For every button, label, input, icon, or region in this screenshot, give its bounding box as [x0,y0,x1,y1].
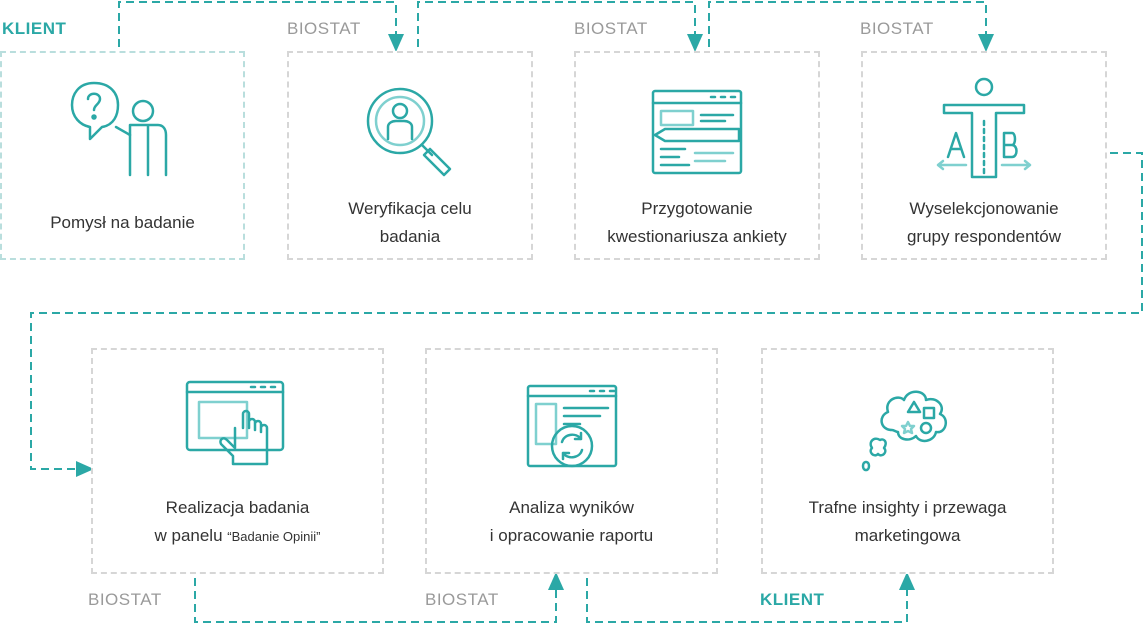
role-label-client: KLIENT [760,590,825,609]
role-label-biostat: BIOSTAT [860,19,934,38]
step-title-line: Pomysł na badanie [50,213,195,232]
step-title-line: w panelu “Badanie Opinii” [103,522,372,551]
step-title: Wyselekcjonowanie grupy respondentów [873,195,1095,251]
step-title-line: kwestionariusza ankiety [607,227,787,246]
tablet-touch-icon [93,378,382,474]
report-analysis-icon [427,382,716,474]
step-card-analysis: Analiza wyników i opracowanie raportu [425,348,718,574]
step-title-line: Realizacja badania [165,498,310,517]
step-title-prefix: w panelu [154,526,223,545]
step-title: Pomysł na badanie [12,209,233,237]
ab-selection-icon [863,77,1105,181]
step-title-line: badania [379,227,441,246]
magnifier-person-icon [289,81,531,177]
role-label-biostat: BIOSTAT [287,19,361,38]
step-card-respondents: Wyselekcjonowanie grupy respondentów [861,51,1107,260]
step-title-line: Trafne insighty i przewaga [808,498,1007,517]
step-card-questionnaire: Przygotowanie kwestionariusza ankiety [574,51,820,260]
step-title-line: Przygotowanie [641,199,753,218]
step-title-line: Analiza wyników [509,498,634,517]
step-title-line: Weryfikacja celu [348,199,472,218]
step-title: Trafne insighty i przewaga marketingowa [773,494,1042,550]
connector-3-4 [708,1,994,52]
step-title: Przygotowanie kwestionariusza ankiety [586,195,808,251]
step-title-line: grupy respondentów [906,227,1062,246]
role-label-client: KLIENT [2,19,67,38]
step-card-insights: Trafne insighty i przewaga marketingowa [761,348,1054,574]
step-title: Analiza wyników i opracowanie raportu [437,494,706,550]
connector-2-3 [417,1,703,52]
insight-cloud-icon [763,380,1052,476]
step-title-line: i opracowanie raportu [489,526,654,545]
survey-form-icon [576,87,818,177]
idea-person-icon [2,77,243,177]
panel-name: “Badanie Opinii” [227,529,321,544]
role-label-biostat: BIOSTAT [574,19,648,38]
connector-5-6 [194,572,564,623]
step-card-panel-research: Realizacja badania w panelu “Badanie Opi… [91,348,384,574]
step-title: Weryfikacja celu badania [299,195,521,251]
role-label-biostat: BIOSTAT [88,590,162,609]
step-card-idea: Pomysł na badanie [0,51,245,260]
step-card-verification: Weryfikacja celu badania [287,51,533,260]
connector-6-7 [586,572,915,623]
step-title-line: marketingowa [854,526,961,545]
step-title-line: Wyselekcjonowanie [909,199,1059,218]
role-label-biostat: BIOSTAT [425,590,499,609]
step-title: Realizacja badania w panelu “Badanie Opi… [103,494,372,551]
